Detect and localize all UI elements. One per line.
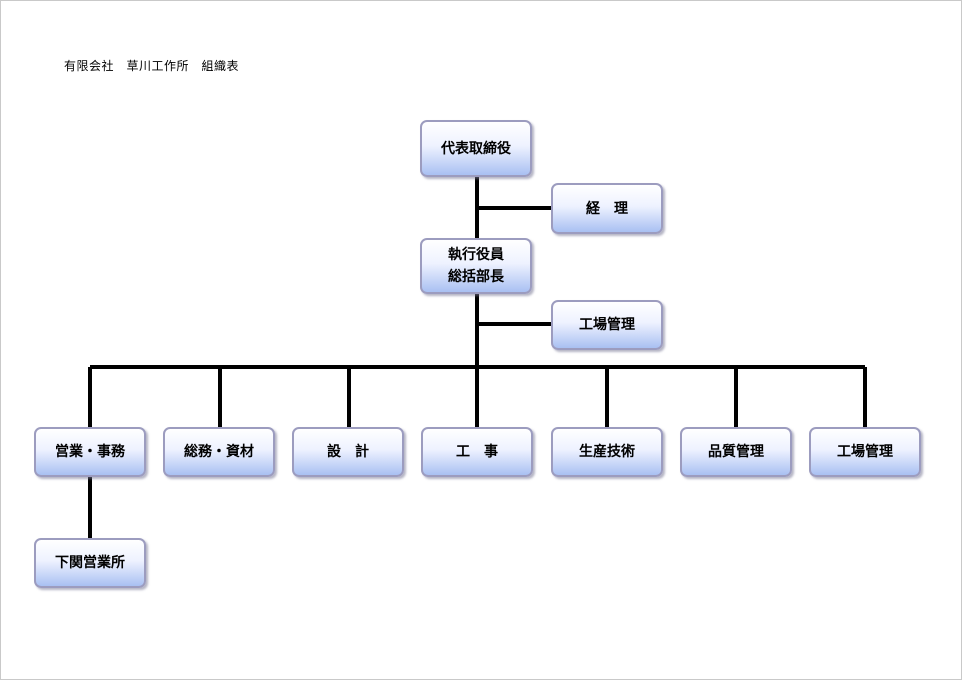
node-dept-production-engineering: 生産技術 <box>551 427 663 477</box>
document-title: 有限会社 草川工作所 組織表 <box>64 59 240 73</box>
node-president: 代表取締役 <box>420 120 532 177</box>
node-dept-factory-management: 工場管理 <box>809 427 921 477</box>
node-dept-quality-control: 品質管理 <box>680 427 792 477</box>
node-dept-general-affairs: 総務・資材 <box>163 427 275 477</box>
node-dept-construction: 工 事 <box>421 427 533 477</box>
node-dept-design: 設 計 <box>292 427 404 477</box>
node-shimonoseki-branch: 下関営業所 <box>34 538 146 588</box>
node-accounting: 経 理 <box>551 183 663 234</box>
node-factory-management-staff: 工場管理 <box>551 300 663 350</box>
node-dept-sales-office: 営業・事務 <box>34 427 146 477</box>
node-executive: 執行役員 総括部長 <box>420 238 532 294</box>
